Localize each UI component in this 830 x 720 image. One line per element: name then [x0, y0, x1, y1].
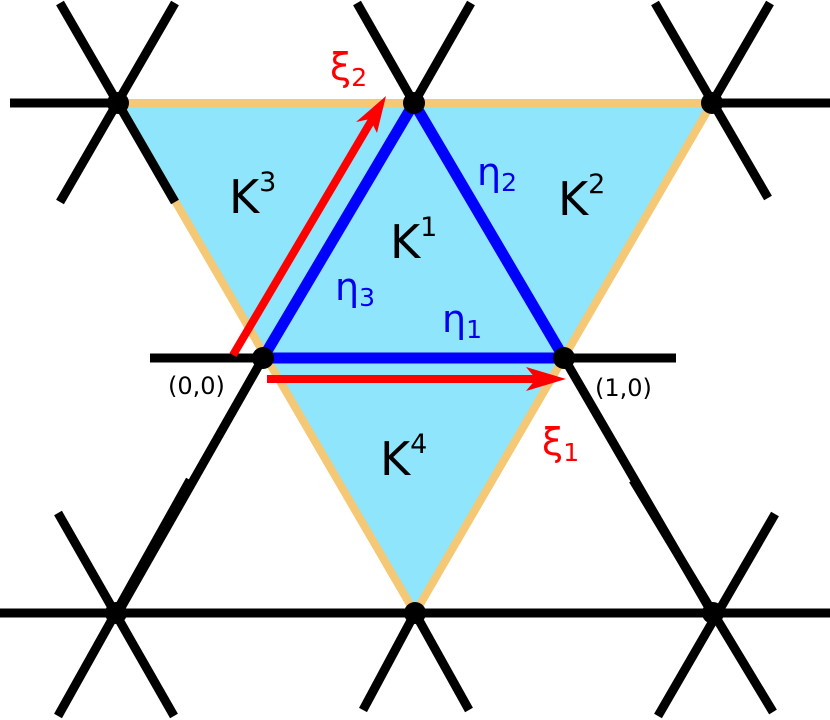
reference-triangle-edges: [257, 97, 570, 364]
xi2-arrowhead: [356, 96, 386, 133]
xi2-vector: [229, 110, 380, 358]
node: [105, 602, 127, 624]
label-k3: K3: [229, 167, 276, 224]
label-origin: (0,0): [168, 372, 225, 400]
label-k2: K2: [558, 169, 605, 226]
basis-vectors: [229, 96, 566, 391]
xi1-arrowhead: [526, 367, 566, 391]
label-eta3: η3: [335, 265, 375, 312]
node: [107, 92, 129, 114]
node: [404, 602, 426, 624]
label-eta1: η1: [442, 297, 482, 344]
node: [701, 92, 723, 114]
label-unit-x: (1,0): [595, 374, 652, 402]
node-origin: [252, 347, 274, 369]
label-xi1: ξ1: [542, 420, 579, 467]
node-unit-x: [553, 347, 575, 369]
label-eta2: η2: [477, 150, 517, 197]
node: [403, 92, 425, 114]
label-k1: K1: [390, 212, 437, 269]
label-xi2: ξ2: [330, 45, 367, 92]
lattice-nodes: [105, 92, 724, 624]
node: [702, 602, 724, 624]
label-k4: K4: [380, 429, 427, 486]
